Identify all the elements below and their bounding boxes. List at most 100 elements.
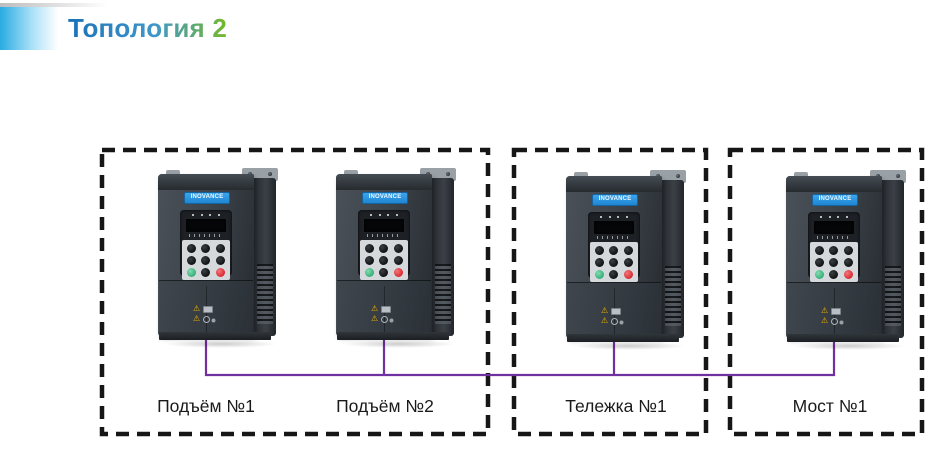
led-display — [814, 221, 854, 234]
status-leds — [808, 212, 860, 221]
control-panel — [180, 210, 232, 280]
panel-ticks — [597, 236, 631, 239]
keypad-button — [186, 255, 196, 265]
keypad-button — [379, 255, 389, 265]
group-box-trolley — [511, 147, 709, 437]
keypad-button — [814, 245, 824, 255]
warning-icon: ⚠ — [371, 314, 379, 323]
keypad-button — [844, 257, 854, 267]
keypad — [810, 242, 858, 282]
keypad-button — [829, 245, 839, 255]
run-button — [364, 267, 374, 277]
run-button — [594, 269, 604, 279]
keypad-button — [379, 243, 389, 253]
keypad-button — [216, 243, 226, 253]
keypad-button — [201, 267, 211, 277]
warning-stickers: ⚠ ⚠ — [193, 304, 214, 324]
cert-sticker — [611, 317, 619, 325]
status-leds — [588, 212, 640, 221]
vfd-device-2: INOVANCE ⚠ ⚠ — [336, 168, 456, 348]
keypad-button — [844, 245, 854, 255]
label-sticker — [381, 305, 392, 313]
keypad — [182, 240, 230, 280]
keypad-button — [814, 257, 824, 267]
stop-button — [216, 267, 226, 277]
keypad-button — [829, 269, 839, 279]
label-sticker — [831, 307, 842, 315]
device-top-cap — [158, 174, 254, 190]
device-label-4: Мост №1 — [792, 396, 868, 416]
keypad-button — [624, 245, 634, 255]
brand-badge: INOVANCE — [812, 194, 858, 206]
bus-line — [204, 340, 836, 377]
panel-ticks — [817, 236, 851, 239]
page-title: Топология 2 — [68, 13, 227, 43]
brand-badge: INOVANCE — [592, 194, 638, 206]
heatsink-side — [254, 178, 276, 336]
panel-ticks — [189, 234, 223, 237]
keypad-button — [609, 269, 619, 279]
device-base — [337, 332, 449, 340]
stop-button — [394, 267, 404, 277]
device-label-2: Подъём №2 — [336, 396, 434, 416]
header-top-line — [0, 3, 108, 7]
control-panel — [808, 212, 860, 282]
warning-icon: ⚠ — [371, 304, 379, 313]
stop-button — [844, 269, 854, 279]
control-panel — [588, 212, 640, 282]
control-panel — [358, 210, 410, 280]
label-sticker — [611, 307, 622, 315]
warning-icon: ⚠ — [601, 306, 609, 315]
keypad — [590, 242, 638, 282]
run-button — [186, 267, 196, 277]
vfd-device-3: INOVANCE ⚠ ⚠ — [566, 170, 686, 350]
keypad-button — [609, 257, 619, 267]
keypad-button — [216, 255, 226, 265]
warning-stickers: ⚠ ⚠ — [601, 306, 622, 326]
keypad-button — [364, 255, 374, 265]
led-display — [594, 221, 634, 234]
warning-icon: ⚠ — [601, 316, 609, 325]
led-display — [186, 219, 226, 232]
device-base — [159, 332, 271, 340]
heatsink-side — [432, 178, 454, 336]
group-box-bridge — [727, 147, 925, 437]
warning-icon: ⚠ — [821, 306, 829, 315]
warning-icon: ⚠ — [821, 316, 829, 325]
device-base — [567, 334, 679, 342]
warning-icon: ⚠ — [193, 314, 201, 323]
panel-ticks — [367, 234, 401, 237]
keypad-button — [829, 257, 839, 267]
keypad-button — [394, 255, 404, 265]
run-button — [814, 269, 824, 279]
device-label-3: Тележка №1 — [565, 396, 667, 416]
group-box-lift — [99, 147, 491, 437]
led-display — [364, 219, 404, 232]
device-label-1: Подъём №1 — [157, 396, 255, 416]
keypad-button — [201, 243, 211, 253]
keypad-button — [186, 243, 196, 253]
keypad-button — [609, 245, 619, 255]
vfd-device-4: INOVANCE ⚠ ⚠ — [786, 170, 906, 350]
warning-stickers: ⚠ ⚠ — [371, 304, 392, 324]
heatsink-side — [662, 180, 684, 338]
cert-sticker — [381, 315, 389, 323]
keypad-button — [624, 257, 634, 267]
keypad-button — [201, 255, 211, 265]
cert-sticker — [831, 317, 839, 325]
stop-button — [624, 269, 634, 279]
keypad-button — [379, 267, 389, 277]
vfd-device-1: INOVANCE ⚠ ⚠ — [158, 168, 278, 348]
keypad-button — [594, 257, 604, 267]
device-top-cap — [336, 174, 432, 190]
warning-stickers: ⚠ ⚠ — [821, 306, 842, 326]
keypad-button — [594, 245, 604, 255]
cert-sticker — [203, 315, 211, 323]
status-leds — [358, 210, 410, 219]
label-sticker — [203, 305, 214, 313]
device-top-cap — [786, 176, 882, 192]
device-top-cap — [566, 176, 662, 192]
keypad-button — [364, 243, 374, 253]
